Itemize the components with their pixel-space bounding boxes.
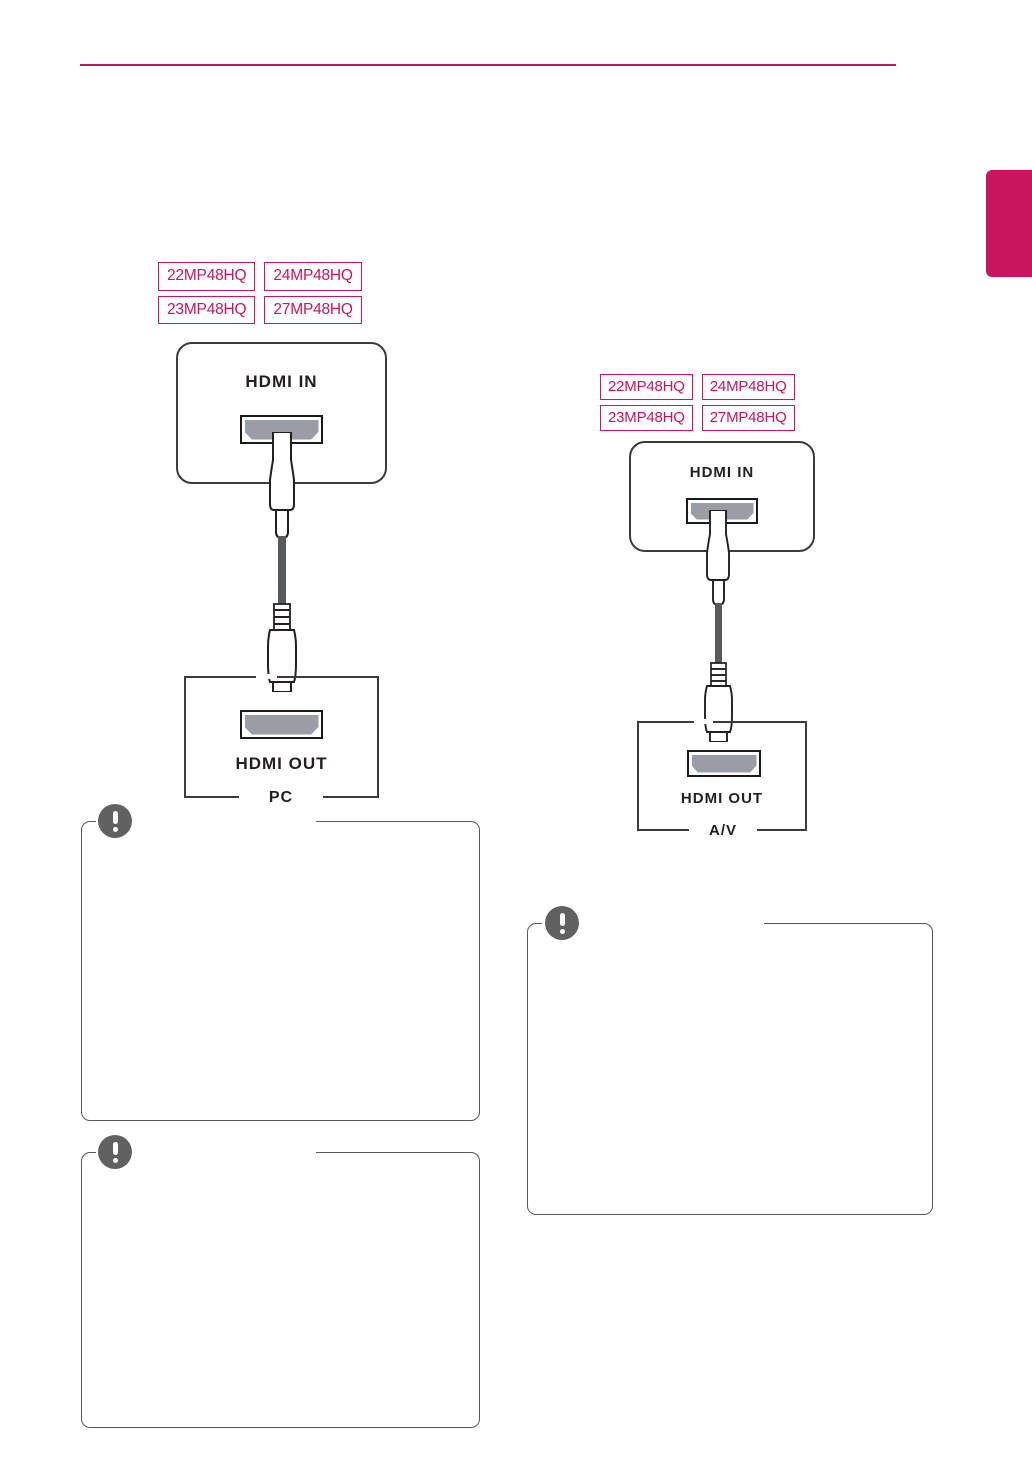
- model-badge: 23MP48HQ: [600, 405, 693, 431]
- right-model-badges: 22MP48HQ 24MP48HQ 23MP48HQ 27MP48HQ: [600, 374, 795, 431]
- exclamation-dot: [112, 1157, 118, 1163]
- exclamation-icon: [545, 906, 579, 940]
- model-badge: 22MP48HQ: [158, 262, 256, 291]
- model-badge: 22MP48HQ: [600, 374, 693, 400]
- exclamation-bar: [112, 1142, 118, 1155]
- badge-row: 23MP48HQ 27MP48HQ: [158, 295, 362, 324]
- exclamation-dot: [112, 826, 118, 832]
- model-badge: 27MP48HQ: [264, 295, 362, 324]
- right-hdmi-out-socket: [687, 750, 761, 777]
- note-box-left-top: [81, 821, 480, 1121]
- left-hdmi-cable: [246, 432, 318, 692]
- exclamation-icon: [98, 1135, 132, 1169]
- badge-row: 22MP48HQ 24MP48HQ: [600, 374, 795, 400]
- model-badge: 27MP48HQ: [701, 405, 795, 431]
- right-hdmi-out-device: HDMI OUT: [637, 721, 807, 831]
- cable-drawing: [267, 432, 297, 692]
- note-border-gap: [96, 819, 316, 823]
- note-border-gap: [96, 1150, 316, 1154]
- badge-row: 23MP48HQ 27MP48HQ: [600, 405, 795, 431]
- left-hdmi-out-device: HDMI OUT: [184, 676, 379, 798]
- note-border-gap: [542, 921, 764, 925]
- right-device-source-label: A/V: [689, 822, 757, 839]
- right-hdmi-out-label: HDMI OUT: [680, 790, 764, 807]
- badge-row: 22MP48HQ 24MP48HQ: [158, 262, 362, 291]
- note-box-right: [527, 923, 933, 1215]
- note-box-left-bottom: [81, 1152, 480, 1428]
- right-device-top-gap: [694, 719, 713, 724]
- exclamation-dot: [559, 928, 565, 934]
- model-badge: 24MP48HQ: [701, 374, 795, 400]
- hdmi-socket-tongue: [691, 754, 757, 773]
- left-model-badges: 22MP48HQ 24MP48HQ 23MP48HQ 27MP48HQ: [158, 262, 362, 324]
- model-badge: 24MP48HQ: [264, 262, 362, 291]
- right-hdmi-in-label: HDMI IN: [689, 464, 755, 481]
- hdmi-socket-tongue: [244, 714, 319, 735]
- left-hdmi-out-label: HDMI OUT: [235, 754, 328, 773]
- left-hdmi-in-label: HDMI IN: [245, 372, 318, 391]
- right-hdmi-cable: [686, 510, 752, 742]
- exclamation-icon: [98, 804, 132, 838]
- exclamation-bar: [112, 811, 118, 824]
- left-hdmi-out-socket: [240, 710, 323, 739]
- left-device-top-gap: [256, 674, 277, 679]
- hdmi-socket-tongue: [244, 419, 319, 440]
- cable-drawing: [704, 510, 733, 742]
- section-tab: [986, 170, 1032, 277]
- header-rule: [80, 64, 896, 66]
- left-device-source-label: PC: [239, 789, 323, 807]
- model-badge: 23MP48HQ: [158, 295, 256, 324]
- exclamation-bar: [559, 913, 565, 926]
